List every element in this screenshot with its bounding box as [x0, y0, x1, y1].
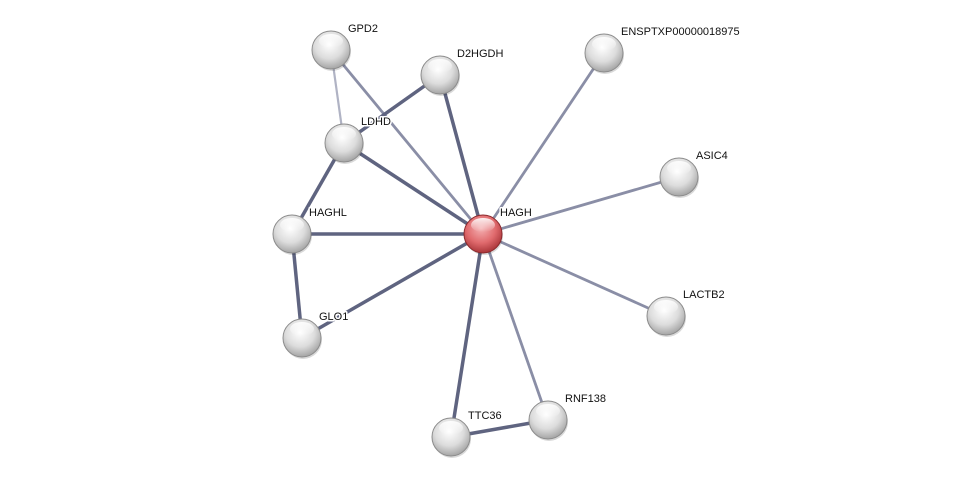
edge-glo1-hagh[interactable]: [301, 232, 484, 340]
edge-d2hgdh-ldhd[interactable]: [342, 73, 442, 145]
edge-ldhd-hagh[interactable]: [343, 141, 484, 236]
node-lactb2[interactable]: LACTB2: [646, 288, 726, 337]
node-label: ENSPTXP00000018975: [621, 26, 740, 38]
edges-layer: [290, 49, 680, 439]
edge-rnf138-hagh[interactable]: [481, 233, 550, 421]
node-label: RNF138: [565, 393, 606, 405]
node-label: LDHD: [361, 116, 391, 128]
node-label: LACTB2: [683, 289, 725, 301]
node-label: TTC36: [468, 410, 502, 422]
node-gpd2[interactable]: GPD2: [311, 22, 379, 71]
node-ttc36[interactable]: TTC36: [431, 409, 503, 458]
edge-ensptxp00000018975-hagh[interactable]: [481, 52, 606, 235]
edge-asic4-hagh[interactable]: [482, 175, 680, 236]
edge-d2hgdh-hagh[interactable]: [438, 74, 485, 235]
node-ensptxp00000018975[interactable]: ENSPTXP00000018975: [584, 25, 741, 74]
node-label: GLO1: [319, 311, 348, 323]
node-hagh[interactable]: HAGH: [463, 206, 533, 255]
node-label: GPD2: [348, 23, 378, 35]
node-label: HAGH: [500, 207, 532, 219]
edge-lactb2-hagh[interactable]: [482, 232, 667, 318]
node-d2hgdh[interactable]: D2HGDH: [420, 47, 505, 96]
node-haghl[interactable]: HAGHL: [272, 206, 348, 255]
node-asic4[interactable]: ASIC4: [659, 149, 729, 198]
edge-ttc36-hagh[interactable]: [449, 233, 485, 438]
node-label: ASIC4: [696, 150, 728, 162]
node-glo1[interactable]: GLO1: [282, 310, 350, 359]
edge-gpd2-hagh[interactable]: [329, 49, 485, 235]
node-rnf138[interactable]: RNF138: [528, 392, 607, 441]
node-label: HAGHL: [309, 207, 347, 219]
node-ldhd[interactable]: LDHD: [324, 115, 393, 164]
node-label: D2HGDH: [457, 48, 504, 60]
